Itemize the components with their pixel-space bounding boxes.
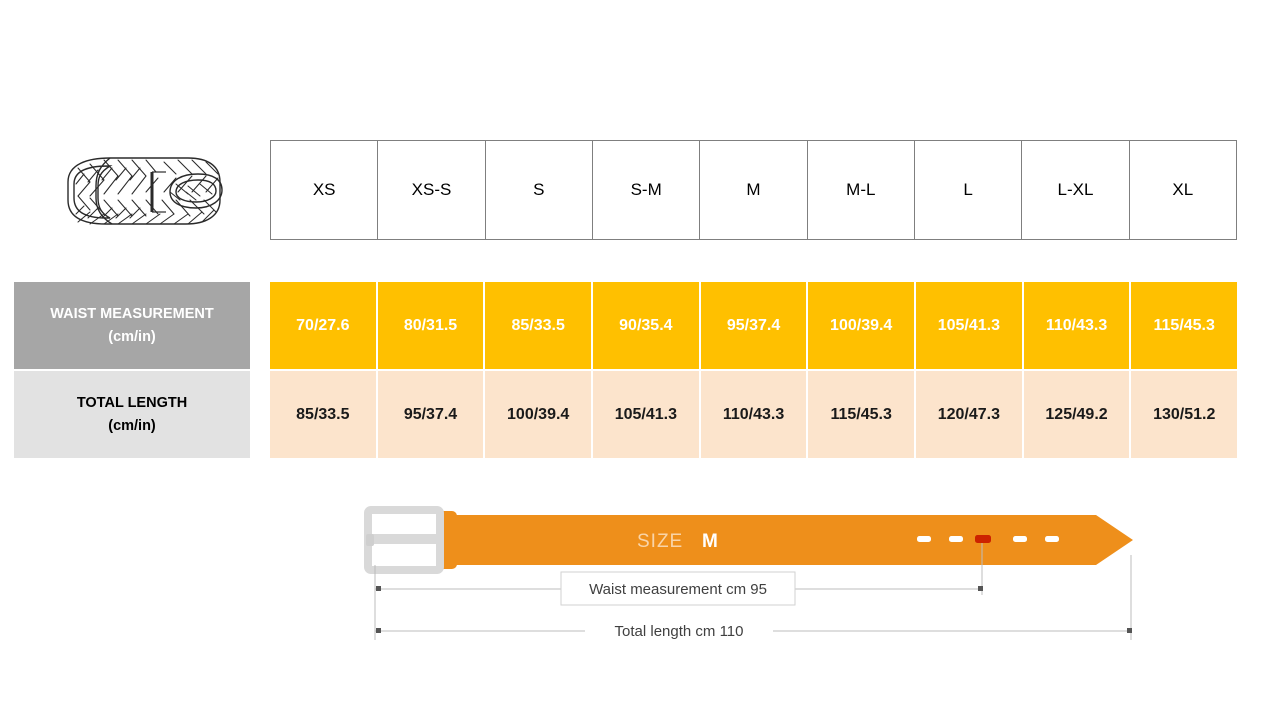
- product-illustration: [48, 138, 228, 242]
- total-length-dimension: Total length cm 110: [375, 617, 1132, 644]
- table-cell: 130/51.2: [1131, 371, 1238, 458]
- total-length-dimension-label: Total length cm 110: [615, 623, 744, 640]
- table-cell: 85/33.5: [485, 282, 592, 369]
- size-header-cell: L-XL: [1021, 140, 1130, 240]
- belt-measurement-diagram: SIZE M Waist measurement cm 95: [0, 495, 1280, 660]
- belt-hole: [949, 536, 963, 542]
- belt-holes: [917, 535, 1059, 543]
- table-cell: 100/39.4: [808, 282, 915, 369]
- braided-belt-icon: [67, 157, 223, 225]
- table-cell: 85/33.5: [270, 371, 376, 458]
- table-cell: 120/47.3: [916, 371, 1022, 458]
- table-cell: 95/37.4: [377, 371, 484, 458]
- belt-hole-active: [975, 535, 991, 543]
- waist-dimension: Waist measurement cm 95: [375, 571, 983, 606]
- table-cell: 90/35.4: [593, 282, 699, 369]
- waist-dimension-box: [560, 571, 796, 606]
- size-header-cell: S: [484, 140, 593, 240]
- table-cell: 115/45.3: [808, 371, 915, 458]
- table-cell: 105/41.3: [593, 371, 699, 458]
- size-chart-data: 70/27.6 80/31.5 85/33.5 90/35.4 95/37.4 …: [270, 282, 1238, 458]
- size-header-cell: XS-S: [377, 140, 486, 240]
- size-header-row: XS XS-S S S-M M M-L L L-XL XL: [270, 140, 1237, 240]
- waist-dimension-label: Waist measurement cm 95: [589, 581, 767, 598]
- table-cell: 110/43.3: [700, 371, 807, 458]
- size-header-cell: XL: [1128, 140, 1237, 240]
- table-cell: 70/27.6: [270, 282, 376, 369]
- table-row-waist: 70/27.6 80/31.5 85/33.5 90/35.4 95/37.4 …: [270, 282, 1238, 369]
- table-cell: 80/31.5: [377, 282, 484, 369]
- size-header-cell: L: [913, 140, 1023, 240]
- row-label-title: WAIST MEASUREMENT: [50, 306, 214, 323]
- table-cell: 95/37.4: [700, 282, 807, 369]
- belt-hole: [1045, 536, 1059, 542]
- size-header-cell: M-L: [806, 140, 915, 240]
- belt-size-value: M: [702, 531, 718, 552]
- belt-buckle-icon: [364, 506, 444, 574]
- table-cell: 100/39.4: [485, 371, 592, 458]
- size-header-cell: XS: [270, 140, 379, 240]
- table-row-total-length: 85/33.5 95/37.4 100/39.4 105/41.3 110/43…: [270, 371, 1238, 458]
- belt-hole: [1013, 536, 1027, 542]
- row-label-title: TOTAL LENGTH: [76, 395, 188, 412]
- belt-hole: [917, 536, 931, 542]
- belt-strap: [433, 515, 1133, 565]
- table-cell: 105/41.3: [916, 282, 1022, 369]
- row-label-unit: (cm/in): [108, 328, 156, 345]
- size-header-cell: S-M: [591, 140, 701, 240]
- table-cell: 125/49.2: [1023, 371, 1130, 458]
- total-length-label-bg: [585, 617, 773, 644]
- belt-size-word: SIZE: [637, 531, 683, 552]
- row-label-waist-measurement: WAIST MEASUREMENT (cm/in): [14, 282, 250, 369]
- table-cell: 115/45.3: [1131, 282, 1238, 369]
- row-label-total-length: TOTAL LENGTH (cm/in): [14, 371, 250, 458]
- row-label-unit: (cm/in): [108, 417, 156, 434]
- size-header-cell: M: [699, 140, 808, 240]
- table-cell: 110/43.3: [1023, 282, 1130, 369]
- measurement-row-labels: WAIST MEASUREMENT (cm/in) TOTAL LENGTH (…: [14, 282, 250, 458]
- size-chart-header: XS XS-S S S-M M M-L L L-XL XL: [270, 140, 1237, 240]
